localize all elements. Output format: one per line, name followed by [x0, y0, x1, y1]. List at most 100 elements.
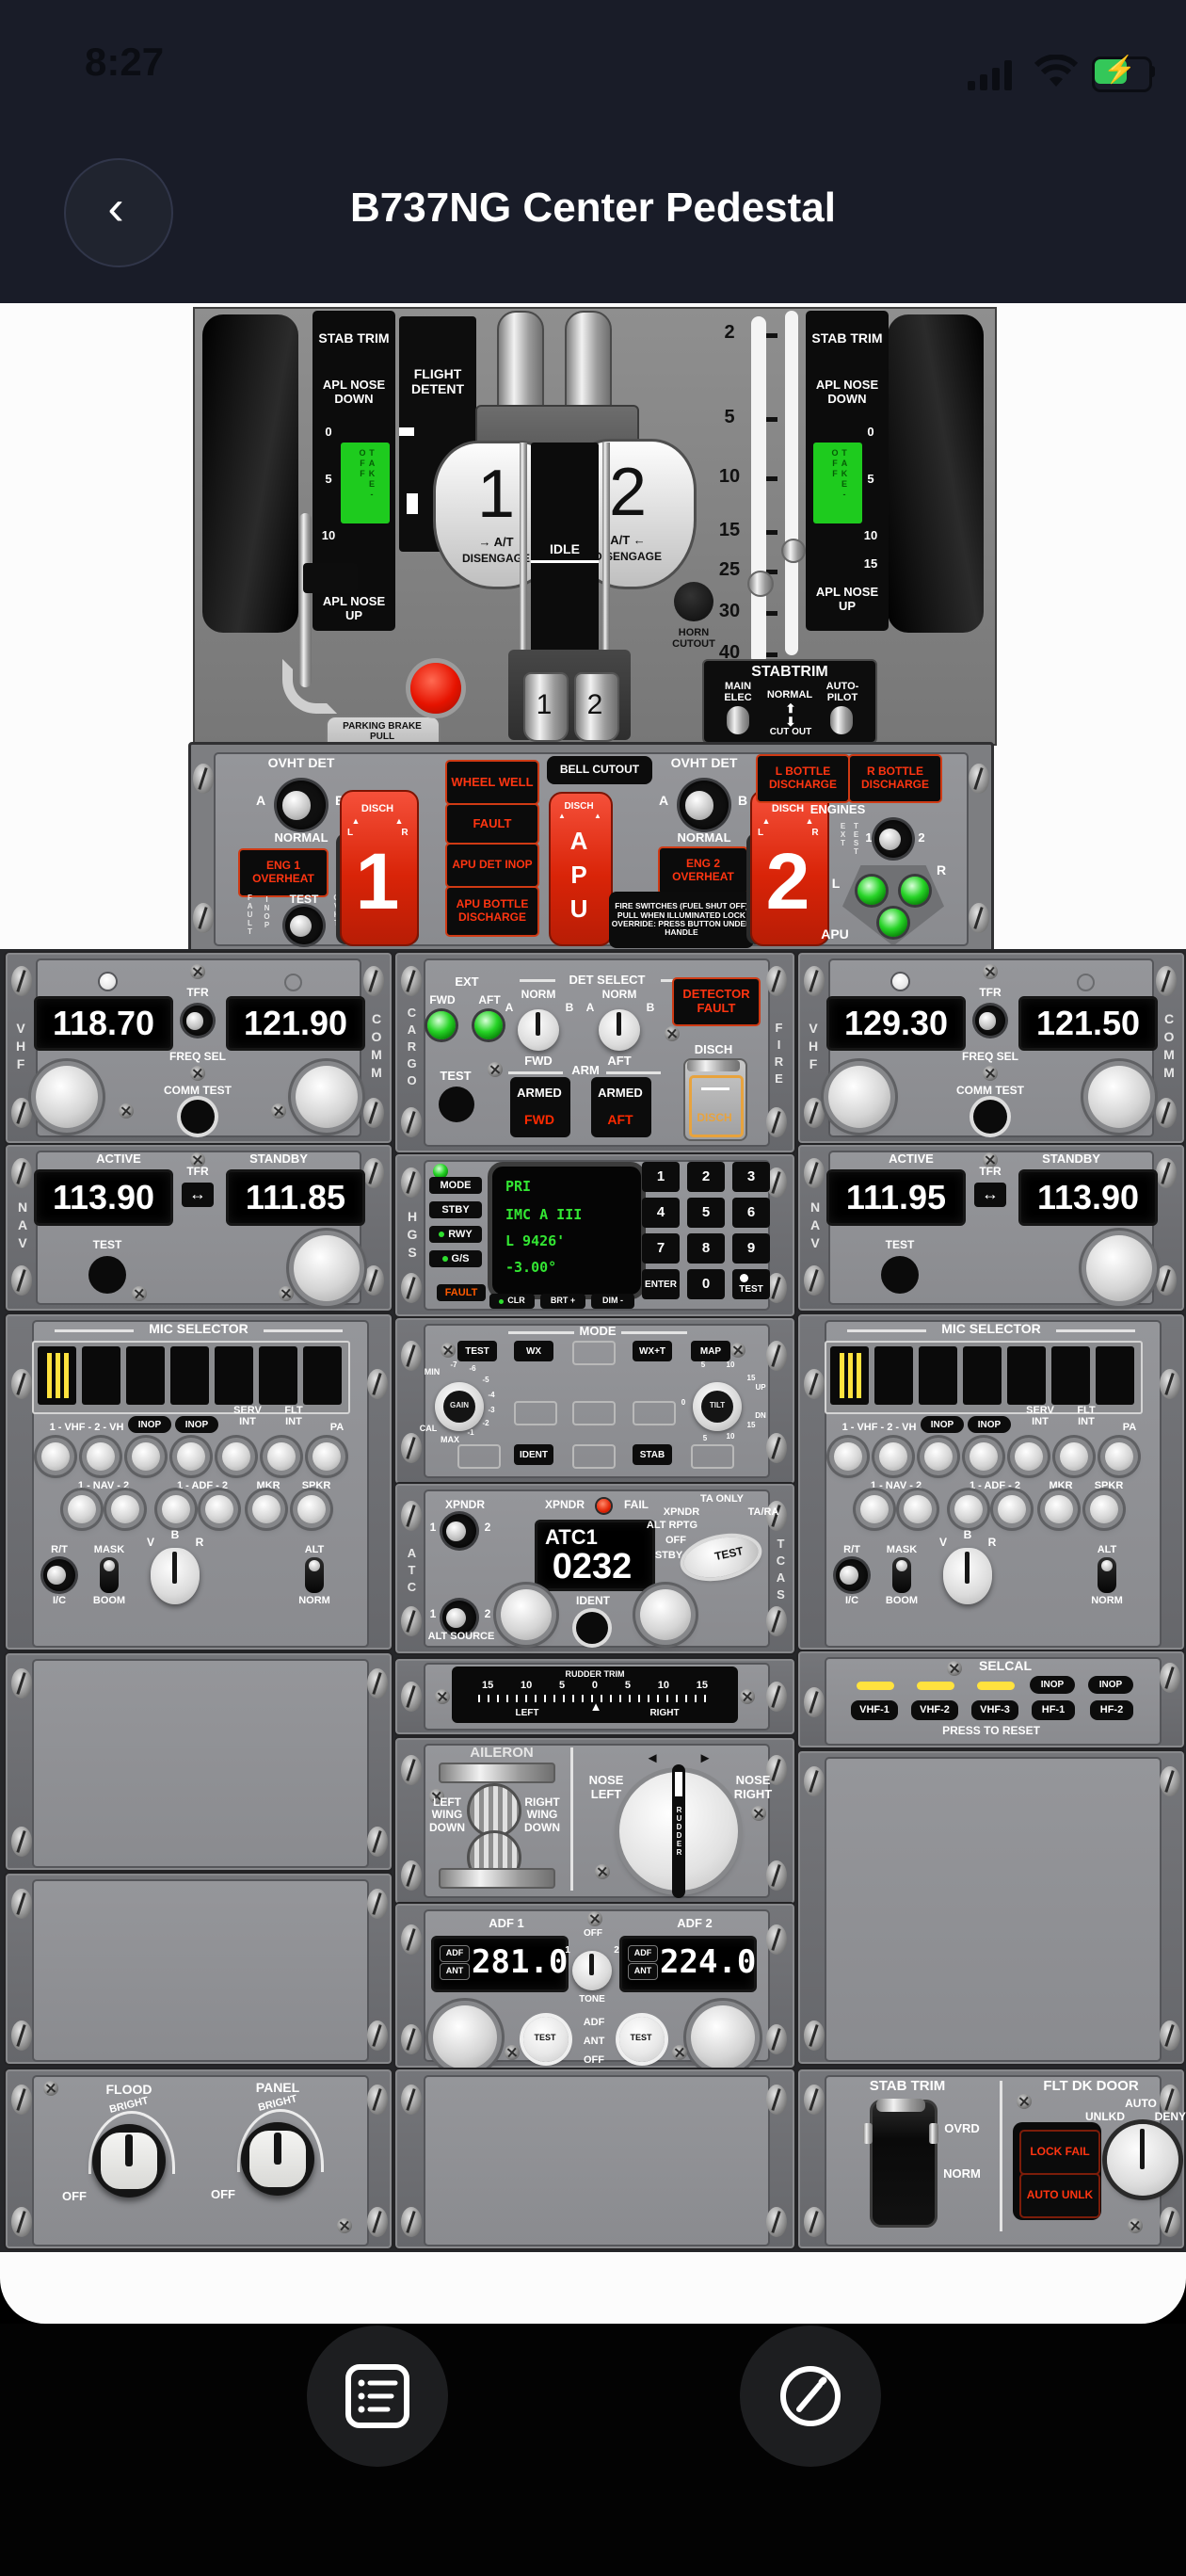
wxr-blank-button[interactable] [572, 1341, 616, 1365]
mask-boom-switch[interactable] [100, 1557, 119, 1593]
comm1-freq-knob-right[interactable] [296, 1066, 358, 1128]
mask-boom-switch[interactable] [892, 1557, 911, 1593]
rt-ic-switch[interactable] [836, 1559, 868, 1591]
mic-window[interactable] [82, 1346, 120, 1405]
nav2-vol-knob[interactable] [904, 1495, 932, 1523]
nav2-vol-knob[interactable] [111, 1495, 139, 1523]
comm-test-button[interactable] [181, 1100, 215, 1134]
adf2-test-knob[interactable]: TEST [619, 2017, 665, 2062]
hgs-dim-button[interactable]: DIM - [591, 1294, 634, 1309]
xpndr-select-switch[interactable] [442, 1514, 476, 1548]
hgs-brt-button[interactable]: BRT + [540, 1294, 585, 1309]
fire-test-switch-1[interactable] [285, 907, 323, 944]
armed-aft-button[interactable]: ARMED AFT [591, 1077, 651, 1137]
wxr-blank-button[interactable] [572, 1401, 616, 1425]
wxr-test-button[interactable]: TEST [457, 1341, 497, 1361]
fuel-cutoff-lever-1[interactable]: 1 [523, 672, 569, 742]
wxr-blank-button[interactable] [514, 1401, 557, 1425]
nav-test-button[interactable] [881, 1256, 919, 1294]
vbr-filter-knob[interactable] [943, 1548, 992, 1604]
wxr-wx-button[interactable]: WX [514, 1341, 553, 1361]
main-elec-switch[interactable] [727, 706, 749, 734]
flap-slider[interactable] [747, 571, 774, 597]
fuel-cutoff-lever-2[interactable]: 2 [574, 672, 619, 742]
nav-test-button[interactable] [88, 1256, 126, 1294]
key-5[interactable]: 5 [687, 1198, 725, 1228]
mic-window[interactable] [1007, 1346, 1046, 1405]
hf-vol-knob[interactable] [177, 1442, 205, 1471]
mic-window[interactable] [1051, 1346, 1090, 1405]
mkr-vol-knob[interactable] [1045, 1495, 1073, 1523]
adf2-vol-knob[interactable] [205, 1495, 233, 1523]
ovht-det-switch-2[interactable] [680, 781, 729, 829]
vhf2-vol-knob[interactable] [879, 1442, 907, 1471]
key-test[interactable]: TEST [732, 1269, 770, 1299]
armed-fwd-button[interactable]: ARMED FWD [510, 1077, 570, 1137]
gain-knob[interactable]: GAIN [435, 1382, 484, 1431]
wxr-map-button[interactable]: MAP [691, 1341, 730, 1361]
det-select-fwd-knob[interactable] [518, 1009, 559, 1051]
comm1-freq-knob-left[interactable] [36, 1066, 98, 1128]
atc-code-knob-left[interactable] [501, 1589, 552, 1640]
nav1-vol-knob[interactable] [68, 1495, 96, 1523]
checklist-button[interactable] [307, 2326, 448, 2467]
atc-ident-button[interactable] [576, 1612, 608, 1644]
alt-norm-switch[interactable] [1098, 1557, 1116, 1593]
back-button[interactable]: ‹ [64, 158, 173, 267]
fire-handle-2[interactable]: DISCH ▲ ▲ L R 2 [750, 790, 829, 946]
serv-int-vol-knob[interactable] [222, 1442, 250, 1471]
wxr-blank-button[interactable] [691, 1444, 734, 1469]
mic-window[interactable] [259, 1346, 297, 1405]
parking-brake-lever[interactable] [299, 513, 312, 687]
key-7[interactable]: 7 [642, 1233, 680, 1264]
nav2-freq-knob[interactable] [1086, 1235, 1152, 1301]
transfer-switch[interactable] [975, 1006, 1005, 1036]
hf-vol-knob[interactable] [970, 1442, 998, 1471]
key-6[interactable]: 6 [732, 1198, 770, 1228]
atc-code-knob-right[interactable] [640, 1589, 691, 1640]
selcal-hf2-button[interactable]: HF-2 [1090, 1700, 1133, 1720]
flt-dk-door-knob[interactable] [1107, 2124, 1178, 2196]
tilt-knob[interactable]: TILT [693, 1382, 742, 1431]
key-0[interactable]: 0 [687, 1269, 725, 1299]
mic-window[interactable] [874, 1346, 913, 1405]
key-4[interactable]: 4 [642, 1198, 680, 1228]
mic-window[interactable] [126, 1346, 165, 1405]
wxr-ident-button[interactable]: IDENT [514, 1444, 553, 1465]
panel-knob[interactable] [241, 2122, 314, 2196]
wxr-blank-button[interactable] [457, 1444, 501, 1469]
vhf2-vol-knob[interactable] [87, 1442, 115, 1471]
comm-test-button[interactable] [973, 1100, 1007, 1134]
nav1-freq-knob[interactable] [294, 1235, 360, 1301]
mic-window-vhf1[interactable] [830, 1346, 869, 1405]
mic-window[interactable] [170, 1346, 209, 1405]
vhf1-vol-knob[interactable] [41, 1442, 70, 1471]
hgs-gs-button[interactable]: G/S [429, 1250, 482, 1267]
spkr-vol-knob[interactable] [297, 1495, 326, 1523]
cargo-test-button[interactable] [439, 1087, 474, 1122]
rudder-trim-knob[interactable]: RUDDER [619, 1764, 738, 1898]
vhf1-vol-knob[interactable] [834, 1442, 862, 1471]
serv-int-vol-knob[interactable] [1015, 1442, 1043, 1471]
hgs-clr-button[interactable]: CLR [489, 1294, 535, 1309]
vhf3-vol-knob[interactable] [924, 1442, 953, 1471]
wxr-blank-button[interactable] [572, 1444, 616, 1469]
wxr-blank-button[interactable] [633, 1401, 676, 1425]
selcal-vhf3-button[interactable]: VHF-3 [971, 1700, 1018, 1720]
key-enter[interactable]: ENTER [642, 1269, 680, 1299]
bell-cutout-placard[interactable]: BELL CUTOUT [547, 756, 652, 784]
transfer-switch[interactable] [183, 1006, 213, 1036]
edit-button[interactable] [740, 2326, 881, 2467]
selcal-vhf2-button[interactable]: VHF-2 [911, 1700, 958, 1720]
rt-ic-switch[interactable] [43, 1559, 75, 1591]
mic-window[interactable] [215, 1346, 253, 1405]
cargo-disch-switch[interactable]: DISCH [683, 1058, 747, 1141]
flt-int-vol-knob[interactable] [267, 1442, 296, 1471]
mic-window[interactable] [963, 1346, 1002, 1405]
transfer-button[interactable]: ↔ [974, 1183, 1006, 1207]
hgs-rwy-button[interactable]: RWY [429, 1226, 482, 1243]
pa-vol-knob[interactable] [1105, 1442, 1133, 1471]
fire-handle-1[interactable]: DISCH ▲ ▲ L R 1 [340, 790, 419, 946]
horn-cutout-button[interactable] [674, 582, 713, 621]
comm2-freq-knob-right[interactable] [1088, 1066, 1150, 1128]
